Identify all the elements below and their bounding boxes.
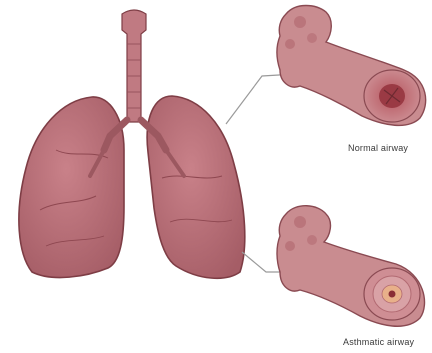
trachea [122, 10, 146, 122]
normal-airway-label: Normal airway [348, 143, 432, 153]
asthmatic-airway-label: Asthmatic airway [343, 337, 432, 347]
normal-airway-illustration [277, 6, 426, 126]
left-lung [19, 97, 124, 278]
asthmatic-airway-illustration [277, 206, 425, 327]
right-lung [147, 96, 245, 278]
